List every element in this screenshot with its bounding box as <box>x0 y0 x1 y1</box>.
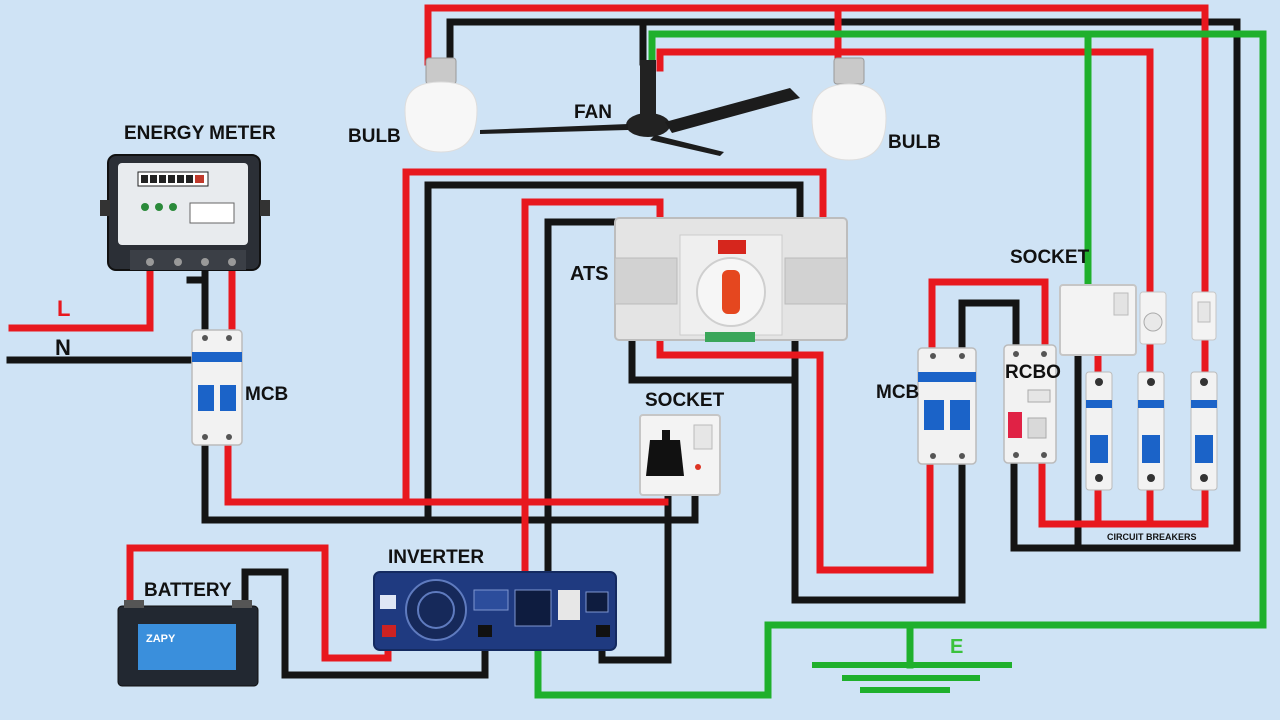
wire-ats-mcb-neutral <box>791 376 966 604</box>
wire-battery-inverter-live <box>126 544 392 662</box>
mcb-left <box>191 329 243 446</box>
wire-battery-inverter-neutral <box>241 568 489 679</box>
wire-earth-main <box>534 30 1267 699</box>
wire-cb2-live <box>656 48 1154 528</box>
circuit-breakers-label: CIRCUIT BREAKERS <box>1107 532 1197 542</box>
energy-meter <box>100 154 270 271</box>
wire-ats-input-live <box>402 168 827 506</box>
live-label: L <box>57 296 70 321</box>
ats-label: ATS <box>570 263 609 285</box>
circuit-breaker-3 <box>1190 371 1218 491</box>
inverter-label: INVERTER <box>388 547 484 568</box>
wire-mcb-rcbo-neutral <box>958 299 1020 354</box>
energy-meter-label: ENERGY METER <box>124 123 276 144</box>
wire-mcb-socket-neutral <box>201 436 699 524</box>
fan-regulator-icon <box>1139 291 1167 345</box>
mcb-right <box>917 347 977 465</box>
mcb-right-label: MCB <box>876 382 919 403</box>
wire-mcb-rcbo-live <box>928 278 1049 354</box>
neutral-label: N <box>55 335 71 360</box>
ceiling-fan-icon <box>480 60 800 156</box>
circuit-breaker-1 <box>1085 371 1113 491</box>
battery: ZAPY <box>117 600 259 687</box>
light-switch-icon <box>1191 291 1217 341</box>
socket-mid <box>639 414 721 496</box>
socket-mid-label: SOCKET <box>645 390 725 411</box>
ats-switch <box>614 217 848 342</box>
wire-mains-live <box>8 264 154 332</box>
live-wires <box>8 4 1209 662</box>
socket-top-label: SOCKET <box>1010 247 1090 268</box>
battery-label: BATTERY <box>144 580 232 601</box>
inverter <box>373 571 617 651</box>
bulb-left-icon <box>404 57 478 153</box>
wire-ats-mcb-live <box>656 296 934 574</box>
socket-top <box>1059 284 1137 356</box>
earth-label: E <box>950 636 963 658</box>
circuit-breaker-2 <box>1137 371 1165 491</box>
wire-mains-neutral <box>6 276 209 364</box>
fan-label: FAN <box>574 102 612 123</box>
bulb-left-label: BULB <box>348 126 401 147</box>
wire-distribution-neutral <box>446 18 1241 552</box>
mcb-left-label: MCB <box>245 384 288 405</box>
wire-cb3-live <box>424 4 1209 528</box>
rcbo-label: RCBO <box>1005 362 1061 383</box>
earth-symbol-icon <box>812 662 1012 693</box>
wire-mcb-live <box>224 436 669 506</box>
bulb-right-label: BULB <box>888 132 941 153</box>
wire-breakers-live <box>1038 456 1209 528</box>
earth-wires <box>534 30 1267 699</box>
rcbo <box>1003 344 1057 464</box>
battery-brand: ZAPY <box>146 633 176 645</box>
bulb-right-icon <box>811 57 887 161</box>
